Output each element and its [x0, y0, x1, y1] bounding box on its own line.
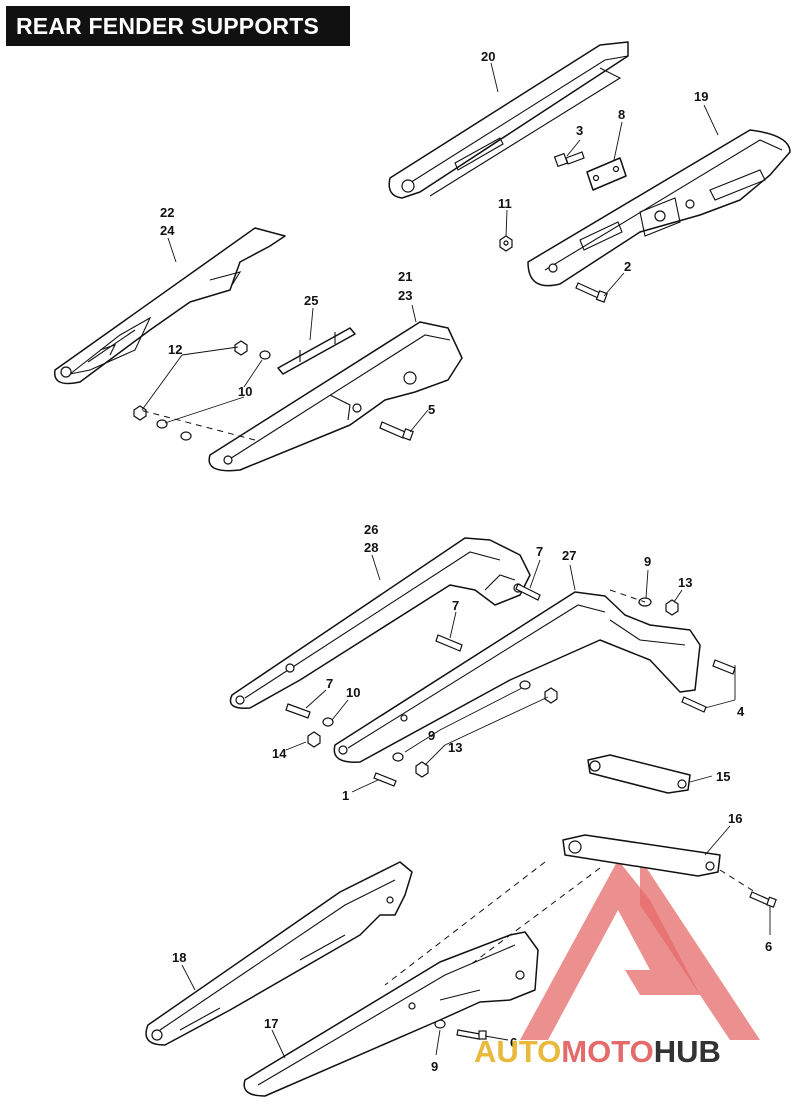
callout-26: 26	[364, 522, 378, 537]
alignment-lines	[139, 409, 756, 986]
callout-24: 24	[160, 223, 175, 238]
part-20-support	[388, 41, 629, 199]
part-19-support	[527, 129, 791, 287]
part-3-bolt	[553, 151, 585, 168]
callout-28: 28	[364, 540, 378, 555]
part-2-bolt	[575, 282, 608, 303]
callout-6-lower: 6	[510, 1035, 517, 1050]
leader-lines	[141, 62, 771, 1059]
callout-9-lower: 9	[431, 1059, 438, 1074]
part-26-28-support	[229, 537, 531, 709]
callout-21: 21	[398, 269, 412, 284]
callout-7-middle: 7	[452, 598, 459, 613]
part-6-bolts	[434, 891, 777, 1040]
callout-8: 8	[618, 107, 625, 122]
watermark-auto: AUTO	[474, 1034, 561, 1069]
hardware-12-10-upper	[133, 340, 271, 441]
part-27-support	[333, 591, 701, 763]
callout-10-upper: 10	[238, 384, 252, 399]
part-16-tube	[562, 834, 721, 877]
callout-23: 23	[398, 288, 412, 303]
callout-19: 19	[694, 89, 708, 104]
callout-labels: 20 19 3 8 11 2 22 24 21 23 25 12 10 5 26…	[160, 49, 772, 1074]
callout-1: 1	[342, 788, 349, 803]
svg-text:AUTOMOTOHUB: AUTOMOTOHUB	[474, 1034, 721, 1069]
callout-20: 20	[481, 49, 495, 64]
callout-12: 12	[168, 342, 182, 357]
callout-18: 18	[172, 950, 186, 965]
callout-5: 5	[428, 402, 435, 417]
part-25-plate	[277, 327, 356, 375]
callout-13-upper: 13	[678, 575, 692, 590]
part-11-nut	[499, 235, 513, 252]
callout-27: 27	[562, 548, 576, 563]
watermark-text: AUTOMOTOHUB	[474, 1034, 721, 1069]
callout-17: 17	[264, 1016, 278, 1031]
part-15-tube	[587, 754, 691, 794]
callout-7-lower: 7	[326, 676, 333, 691]
page-title: REAR FENDER SUPPORTS	[6, 6, 350, 46]
part-18-support	[145, 861, 413, 1046]
callout-22: 22	[160, 205, 174, 220]
callout-9-middle: 9	[428, 728, 435, 743]
part-22-24-support	[53, 227, 286, 385]
callout-10-lower: 10	[346, 685, 360, 700]
callout-9-upper: 9	[644, 554, 651, 569]
callout-15: 15	[716, 769, 730, 784]
callout-14: 14	[272, 746, 287, 761]
callout-25: 25	[304, 293, 318, 308]
part-8-plate	[586, 157, 627, 191]
watermark-moto: MOTO	[561, 1034, 653, 1069]
callout-4: 4	[737, 704, 745, 719]
part-17-support	[243, 931, 539, 1097]
watermark-logo-icon	[520, 858, 760, 1040]
hardware-middle	[285, 583, 736, 787]
callout-3: 3	[576, 123, 583, 138]
callout-16: 16	[728, 811, 742, 826]
part-21-23-support	[208, 321, 463, 472]
callout-11: 11	[498, 196, 512, 211]
part-5-bolt	[379, 421, 414, 441]
callout-2: 2	[624, 259, 631, 274]
callout-7-upper: 7	[536, 544, 543, 559]
watermark-hub: HUB	[654, 1034, 721, 1069]
callout-6-right: 6	[765, 939, 772, 954]
callout-13-lower: 13	[448, 740, 462, 755]
